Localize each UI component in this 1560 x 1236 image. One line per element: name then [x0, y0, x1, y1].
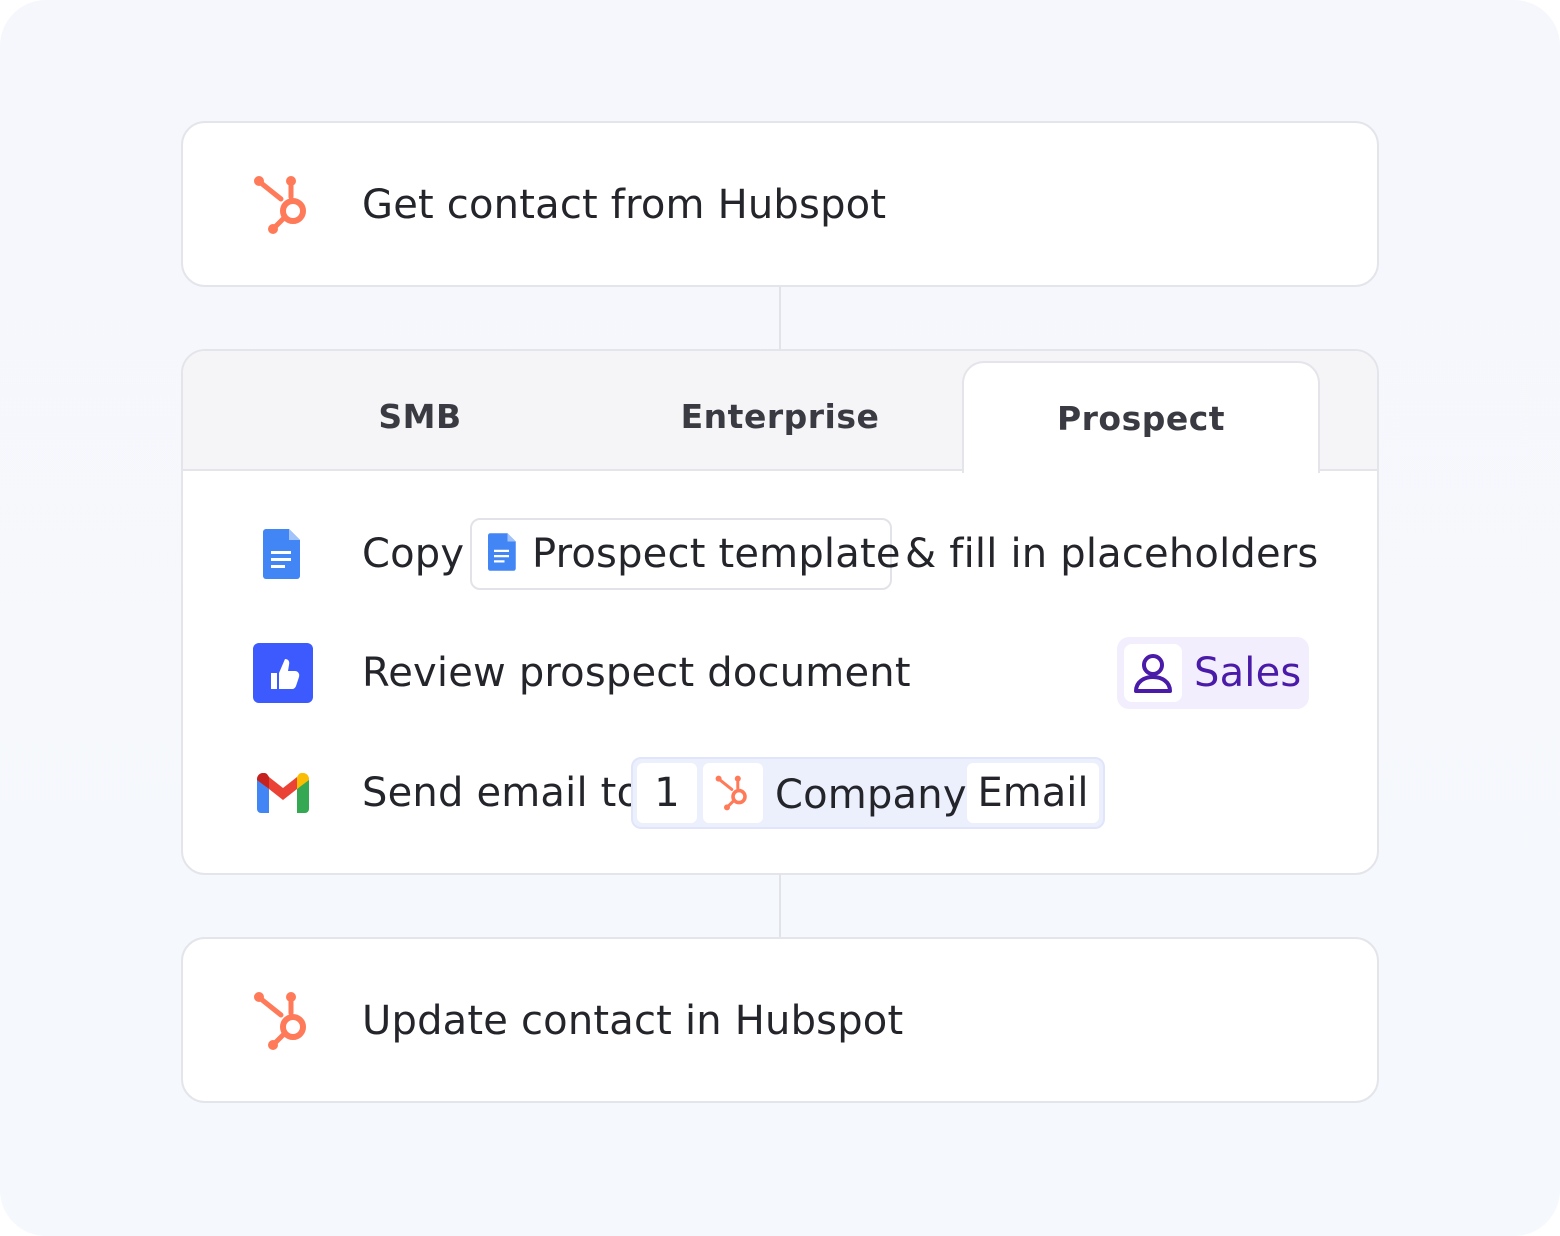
step-card-update-contact[interactable]: Update contact in Hubspot [181, 937, 1379, 1103]
hubspot-icon [703, 763, 763, 823]
recipient-variable-pill[interactable]: 1 Company Email [631, 757, 1105, 829]
step-label: Update contact in Hubspot [362, 998, 904, 1044]
object-label: Company [775, 772, 967, 818]
google-docs-icon [253, 524, 313, 584]
template-chip-label: Prospect template [532, 531, 901, 577]
step-row-review[interactable]: Review prospect document Sales [183, 637, 1377, 709]
user-icon [1124, 644, 1182, 702]
copy-prefix: Copy [362, 531, 465, 577]
hubspot-icon [253, 175, 313, 235]
review-label: Review prospect document [362, 650, 911, 696]
tab-enterprise[interactable]: Enterprise [680, 396, 880, 436]
branch-card: SMB Enterprise Prospect Copy [181, 349, 1379, 875]
tab-smb[interactable]: SMB [378, 396, 462, 436]
google-docs-icon [488, 533, 518, 575]
field-label: Email [967, 763, 1099, 823]
step-label: Get contact from Hubspot [362, 182, 887, 228]
copy-suffix: & fill in placeholders [905, 531, 1319, 577]
step-row-send-email[interactable]: Send email to 1 [183, 757, 1377, 829]
connector-line [779, 874, 781, 938]
assignee-label: Sales [1194, 650, 1302, 696]
tab-bar: SMB Enterprise Prospect [183, 351, 1377, 473]
step-row-copy-template[interactable]: Copy Prospect template & fill in placeho… [183, 518, 1377, 590]
step-number-badge: 1 [637, 763, 697, 823]
step-card-get-contact[interactable]: Get contact from Hubspot [181, 121, 1379, 287]
thumbs-up-icon [253, 643, 313, 703]
hubspot-icon [253, 991, 313, 1051]
assignee-badge[interactable]: Sales [1117, 637, 1309, 709]
tab-prospect[interactable]: Prospect [962, 361, 1320, 473]
template-chip[interactable]: Prospect template [470, 518, 900, 590]
connector-line [779, 287, 781, 349]
gmail-icon [253, 763, 313, 823]
email-prefix: Send email to [362, 770, 642, 816]
